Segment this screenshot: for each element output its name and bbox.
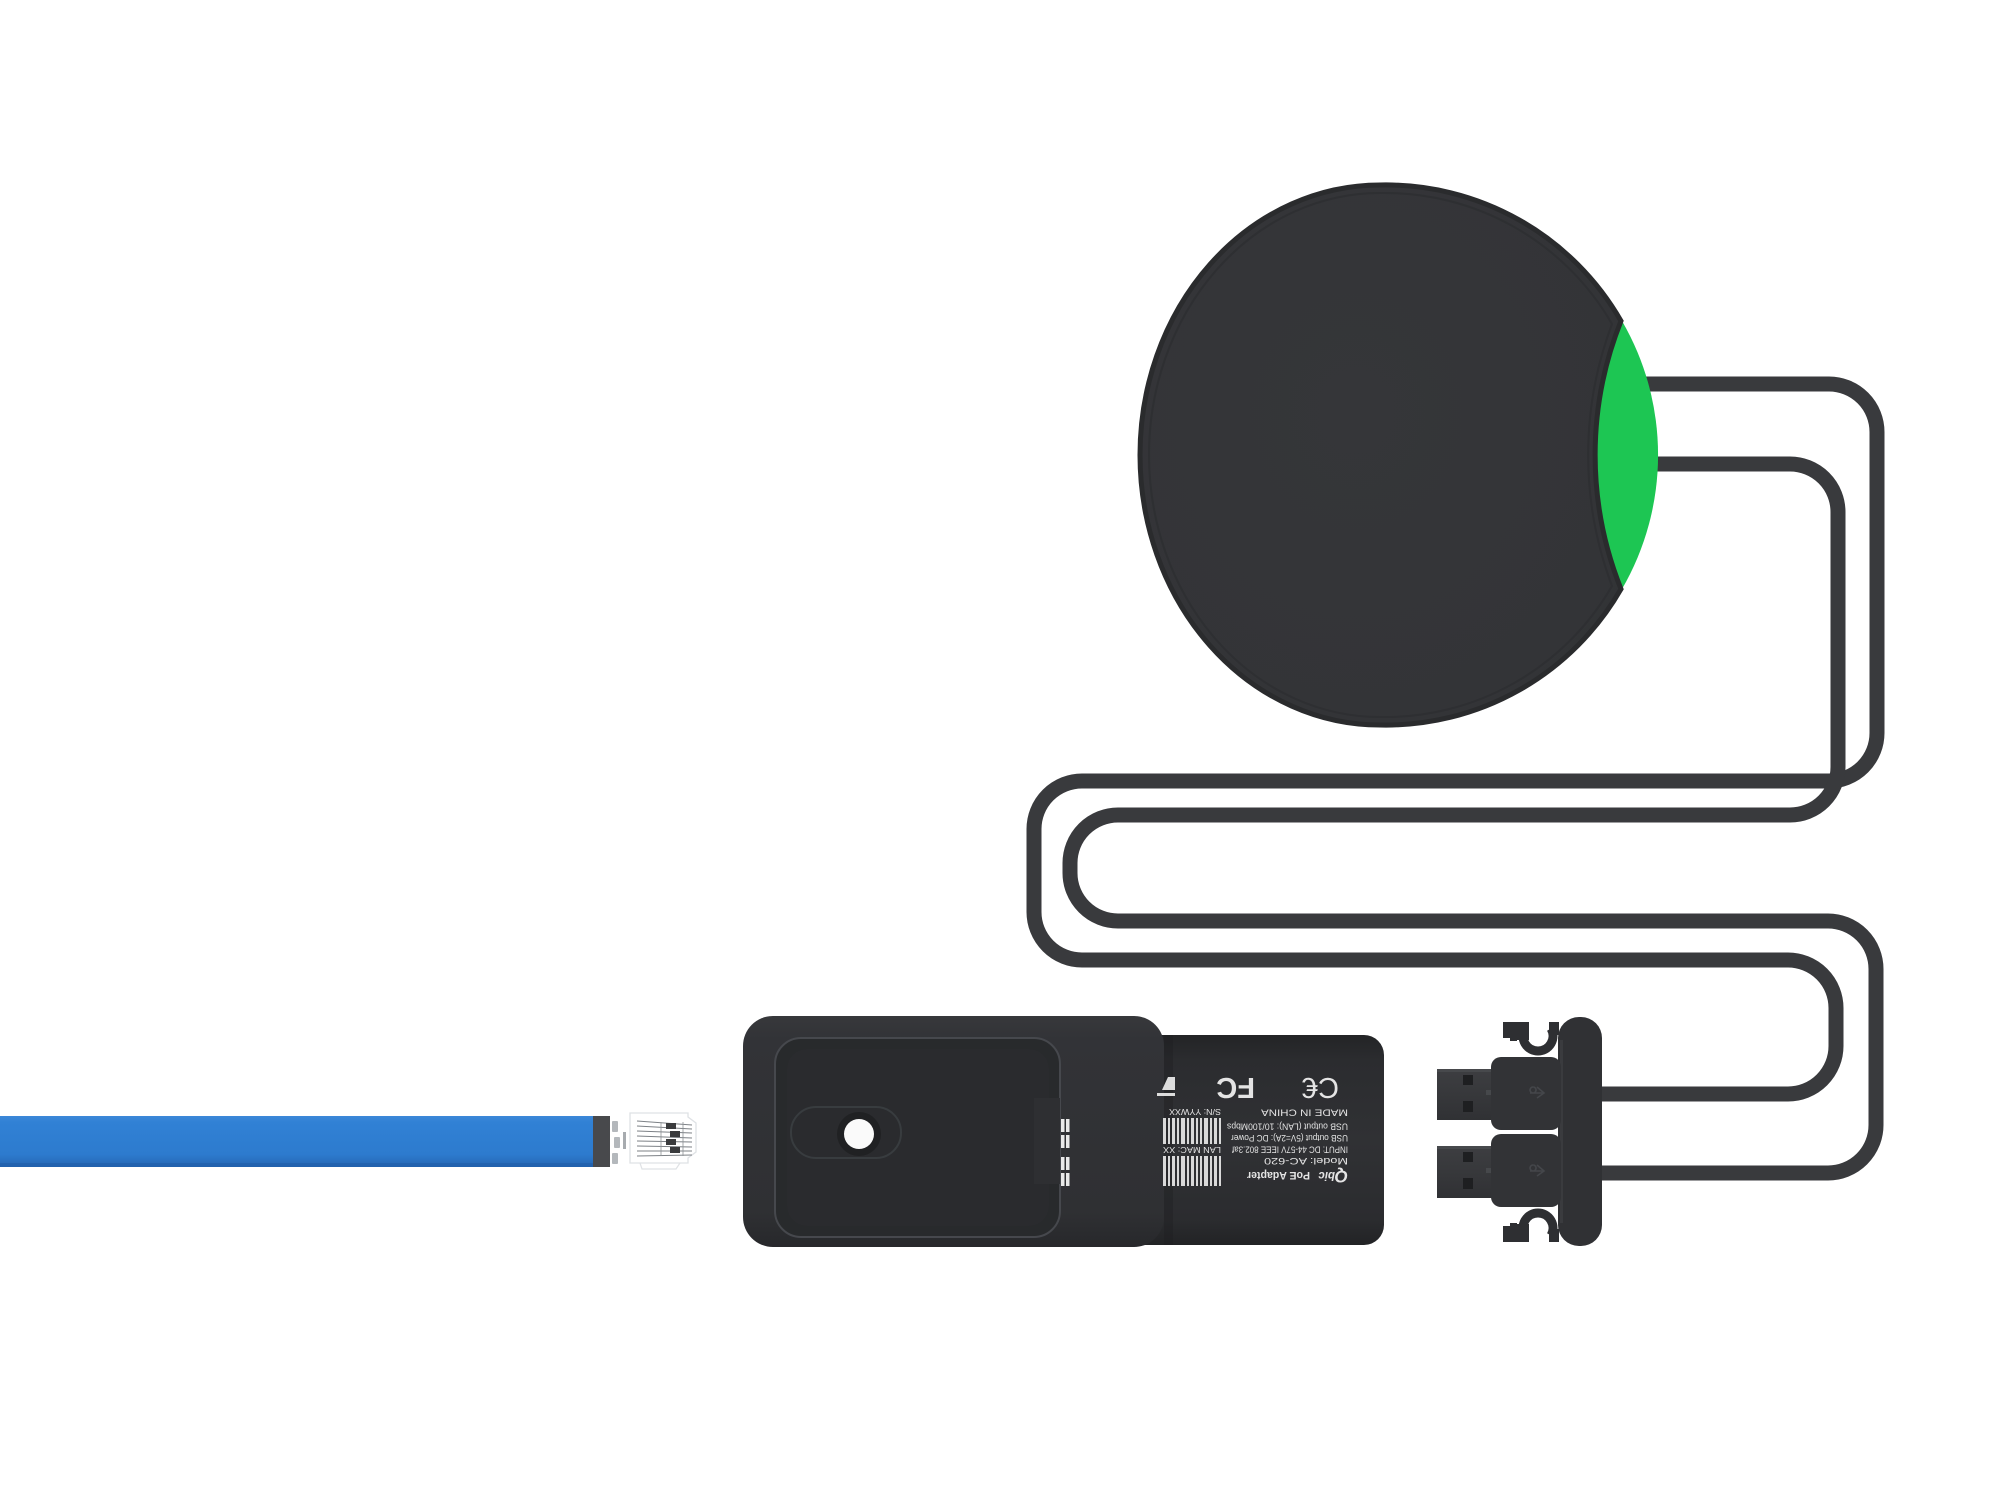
svg-text:USB output (LAN): 10/100Mbps: USB output (LAN): 10/100Mbps [1226, 1122, 1348, 1132]
svg-text:C€: C€ [1302, 1071, 1339, 1103]
svg-text:FC: FC [1216, 1071, 1255, 1103]
svg-text:LAN MAC: XX: LAN MAC: XX [1163, 1145, 1221, 1155]
svg-text:PoE Adapter: PoE Adapter [1246, 1169, 1310, 1181]
svg-text:bic: bic [1318, 1169, 1335, 1181]
svg-text:Q: Q [1335, 1167, 1348, 1186]
svg-text:USB output (5V=2A): DC Power: USB output (5V=2A): DC Power [1231, 1133, 1348, 1143]
svg-text:Model: AC-620: Model: AC-620 [1264, 1156, 1348, 1166]
svg-text:INPUT: DC 44-57V IEEE 802.3af: INPUT: DC 44-57V IEEE 802.3af [1232, 1145, 1348, 1155]
svg-text:S/N: YYWXX: S/N: YYWXX [1169, 1107, 1221, 1117]
svg-text:MADE IN CHINA: MADE IN CHINA [1261, 1108, 1348, 1118]
